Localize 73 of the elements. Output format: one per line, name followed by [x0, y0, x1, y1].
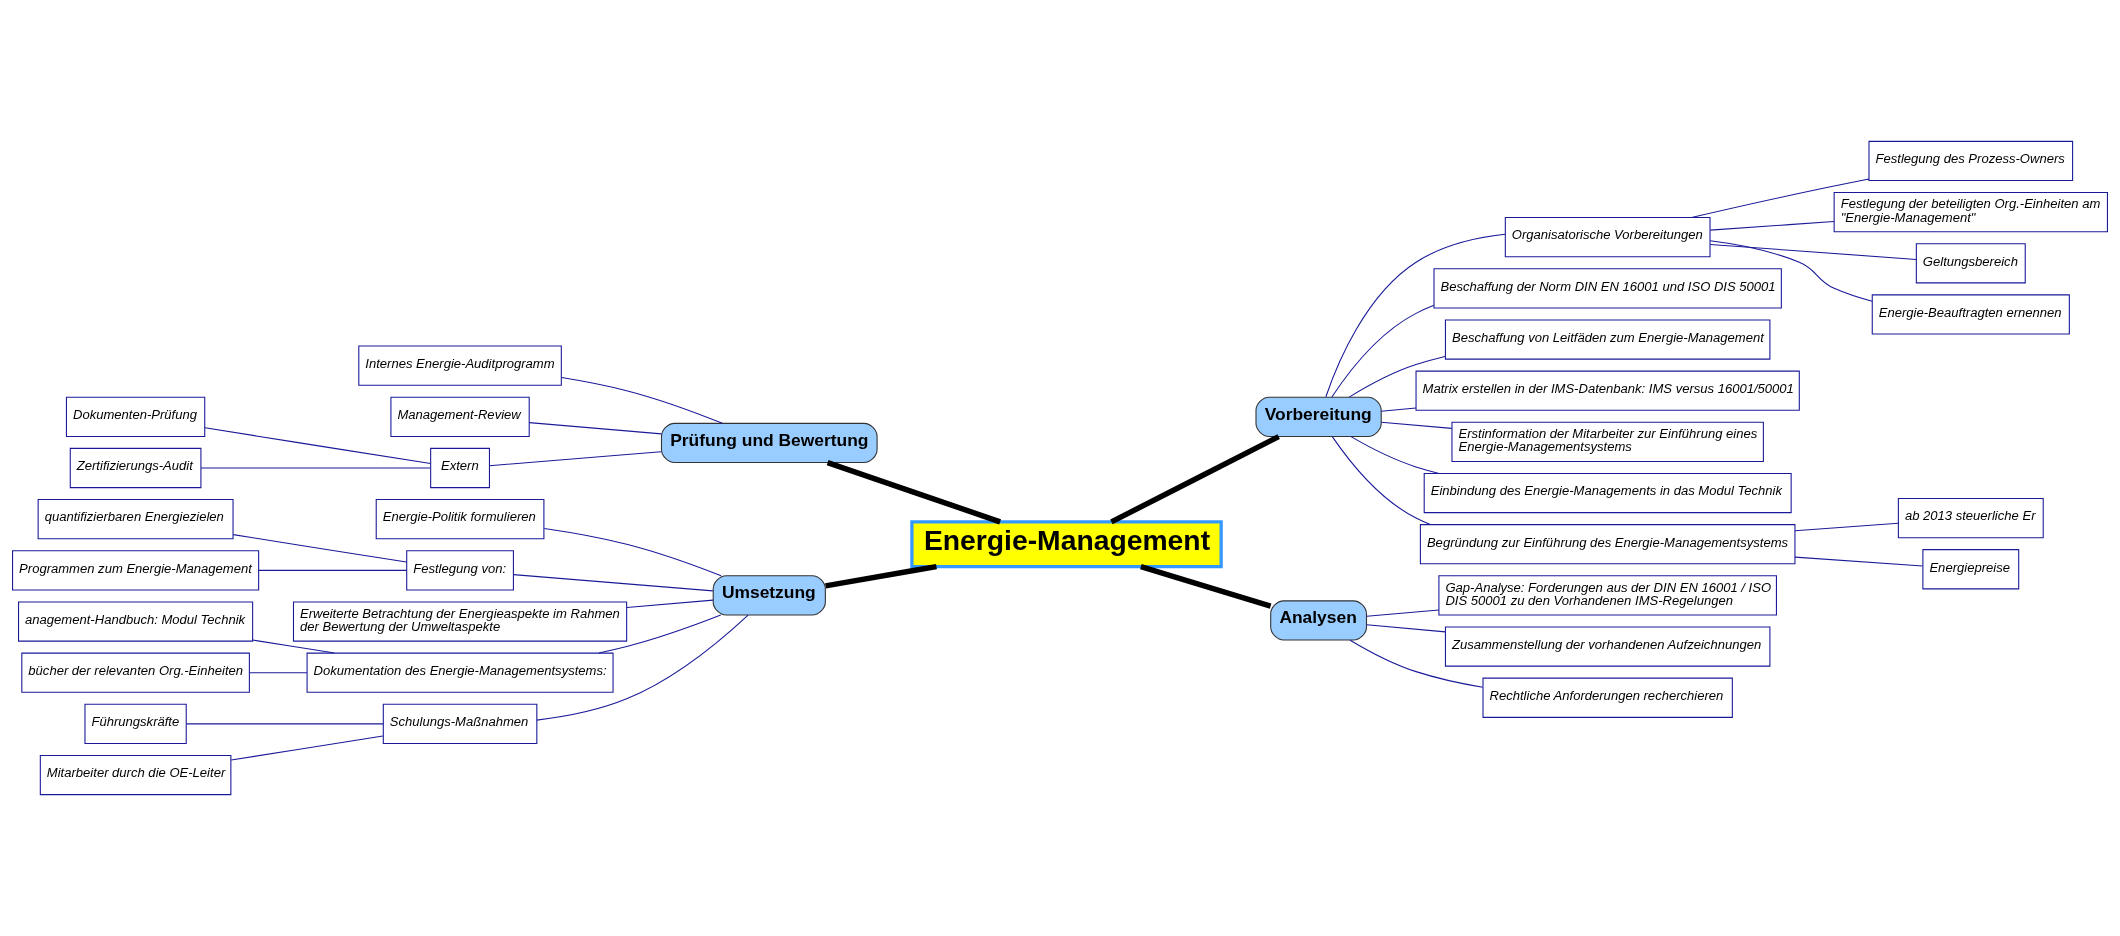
node-box: Energie-Beauftragten ernennen: [1871, 294, 2070, 335]
connector: [1366, 609, 1440, 617]
connector: [252, 639, 335, 654]
node-box: Programmen zum Energie-Management: [12, 550, 260, 591]
connector: [513, 574, 714, 592]
node-box: Prüfung und Bewertung: [660, 422, 878, 464]
node-box: Festlegung von:: [406, 550, 514, 591]
node-box: Analysen: [1270, 600, 1368, 641]
connector: [258, 569, 408, 571]
node-box: Matrix erstellen in der IMS-Datenbank: IMS versus 16001/50001: [1415, 370, 1800, 411]
connector: [626, 599, 714, 608]
node-box: Vorbereitung: [1255, 396, 1382, 437]
connector: [200, 467, 431, 469]
connector: [1691, 178, 1870, 219]
connector: [230, 735, 384, 761]
node-box: Organisatorische Vorbereitungen: [1504, 217, 1711, 258]
node-box: Mitarbeiter durch die OE-Leiter: [39, 754, 232, 796]
node-box: Beschaffung der Norm DIN EN 16001 und ISO DIS 50001: [1433, 268, 1782, 309]
connector: [185, 723, 384, 725]
connector: [1709, 240, 1873, 302]
connector: [825, 563, 937, 589]
node-box: Extern: [430, 447, 490, 489]
connector: [1350, 436, 1440, 474]
node-box: Einbindung des Energie-Managements in das Modul Technik: [1423, 472, 1792, 514]
node-box: Management-Review: [390, 396, 530, 437]
connector: [204, 427, 432, 465]
connector: [1380, 407, 1417, 412]
node-box: Festlegung des Prozess-Owners: [1868, 140, 2074, 182]
connector: [1140, 563, 1272, 609]
connector: [1794, 556, 1924, 567]
node-box: Begründung zur Einführung des Energie-Managementsystems: [1419, 524, 1796, 565]
node-box: Zertifizierungs-Audit: [69, 447, 202, 489]
node-box: Dokumentation des Energie-Managementsystems:: [306, 652, 614, 693]
connector: [488, 451, 662, 467]
node-box: Energiepreise: [1922, 549, 2020, 590]
connector: [1349, 639, 1484, 688]
node-box: bücher der relevanten Org.-Einheiten: [21, 652, 250, 693]
node-box: Internes Energie-Auditprogramm: [358, 345, 562, 386]
node-box: Umsetzung: [712, 575, 826, 616]
node-box: quantifizierbaren Energiezielen: [37, 499, 234, 540]
connector: [1348, 355, 1446, 398]
connector: [598, 614, 722, 654]
node-box: Energie-Politik formulieren: [375, 499, 545, 540]
node-box: Erstinformation der Mitarbeiter zur Einführung eines Energie-Managementsystems: [1451, 421, 1764, 462]
connector: [543, 527, 722, 577]
connector: [1325, 233, 1506, 398]
connector: [1331, 304, 1435, 398]
connector: [1709, 243, 1917, 260]
node-box: Schulungs-Maßnahmen: [382, 703, 538, 744]
connector: [1110, 434, 1280, 525]
connector: [248, 672, 308, 674]
node-box: Beschaffung von Leitfäden zum Energie-Management: [1444, 319, 1771, 360]
connector: [232, 534, 407, 563]
node-box: Geltungsbereich: [1915, 243, 2026, 284]
connector: [1709, 221, 1835, 231]
node-box: ab 2013 steuerliche Er: [1897, 497, 2044, 539]
node-box: Dokumenten-Prüfung: [65, 396, 206, 437]
node-box: Gap-Analyse: Forderungen aus der DIN EN 16001 / ISO DIS 50001 zu den Vorhandenen IMS-Regelungen: [1438, 575, 1777, 616]
node-box: Festlegung der beteiligten Org.-Einheiten am "Energie-Management": [1833, 192, 2108, 233]
connector: [1366, 624, 1446, 633]
connector: [1380, 421, 1453, 429]
node-box: Energie-Management: [910, 520, 1223, 569]
connector: [1794, 522, 1899, 532]
connector: [561, 376, 723, 424]
connector: [536, 614, 749, 721]
node-box: Zusammenstellung der vorhandenen Aufzeichnungen: [1444, 626, 1771, 667]
node-box: Erweiterte Betrachtung der Energieaspekte im Rahmen der Bewertung der Umweltaspekte: [292, 601, 628, 642]
connector: [528, 422, 662, 435]
connector: [826, 460, 1002, 525]
connector: [1331, 436, 1431, 526]
node-box: Führungskräfte: [84, 703, 187, 744]
node-box: Rechtliche Anforderungen recherchieren: [1482, 677, 1733, 718]
node-box: anagement-Handbuch: Modul Technik: [18, 601, 254, 642]
